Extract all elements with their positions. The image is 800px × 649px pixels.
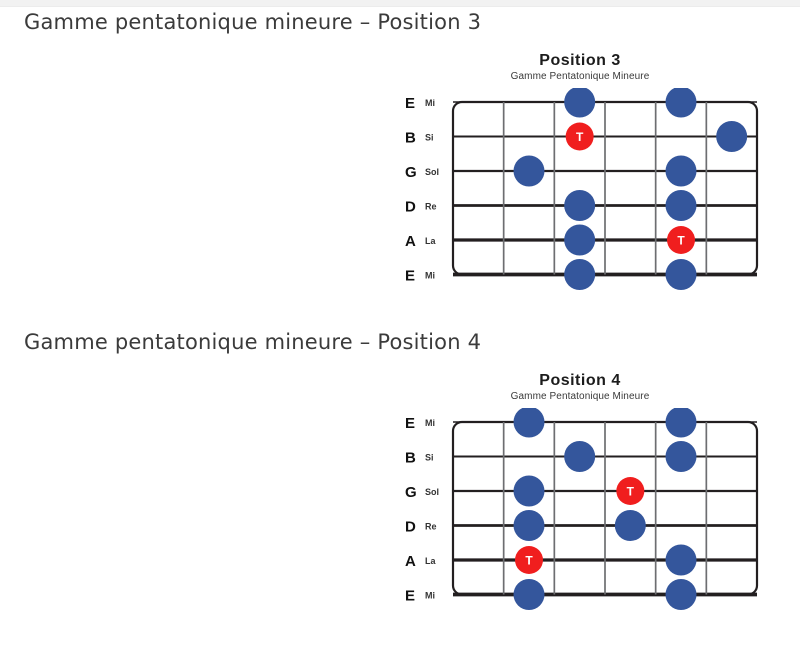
diagram-title-position-4: Position 4 bbox=[539, 372, 621, 389]
string-label-latin: A bbox=[405, 553, 416, 570]
scale-note-dot[interactable] bbox=[665, 259, 697, 290]
section-heading-position-4: Gamme pentatonique mineure – Position 4 bbox=[24, 330, 482, 354]
string-label-solfege: Si bbox=[425, 133, 434, 143]
scale-note-dot[interactable] bbox=[665, 408, 697, 438]
string-label-latin: G bbox=[405, 164, 417, 181]
string-label-solfege: Mi bbox=[425, 98, 435, 108]
scale-note-dot[interactable] bbox=[564, 259, 596, 290]
scale-note-dot[interactable] bbox=[513, 475, 545, 507]
tonic-note-label: T bbox=[677, 234, 685, 248]
scale-note-dot[interactable] bbox=[513, 579, 545, 610]
scale-note-dot[interactable] bbox=[665, 544, 697, 576]
scale-note-dot[interactable] bbox=[665, 579, 697, 610]
scale-note-dot[interactable] bbox=[665, 441, 697, 472]
scale-note-dot[interactable] bbox=[513, 155, 545, 187]
string-label-solfege: Mi bbox=[425, 418, 435, 428]
tonic-note-dot[interactable] bbox=[565, 122, 594, 151]
scale-note-dot[interactable] bbox=[716, 121, 748, 152]
note-dots-1: TT bbox=[513, 88, 748, 290]
scale-note-dot[interactable] bbox=[564, 88, 596, 118]
string-label-solfege: Sol bbox=[425, 167, 439, 177]
string-label-solfege: Re bbox=[425, 522, 437, 532]
scale-note-dot[interactable] bbox=[665, 155, 697, 187]
diagram-subtitle-position-3: Gamme Pentatonique Mineure bbox=[510, 71, 650, 82]
fret-lines-1 bbox=[502, 102, 708, 275]
string-label-latin: A bbox=[405, 233, 416, 250]
string-label-latin: G bbox=[405, 484, 417, 501]
string-label-latin: B bbox=[405, 130, 416, 147]
tonic-note-label: T bbox=[525, 554, 533, 568]
fret-lines-2 bbox=[502, 422, 708, 595]
scale-note-dot[interactable] bbox=[564, 190, 596, 221]
section-heading-position-3: Gamme pentatonique mineure – Position 3 bbox=[24, 10, 482, 34]
tonic-note-label: T bbox=[576, 130, 584, 144]
string-label-latin: D bbox=[405, 199, 416, 216]
string-label-solfege: La bbox=[425, 236, 436, 246]
scale-note-dot[interactable] bbox=[564, 441, 596, 472]
string-label-solfege: Mi bbox=[425, 271, 435, 281]
diagram-title-position-3: Position 3 bbox=[539, 52, 621, 69]
string-label-solfege: La bbox=[425, 556, 436, 566]
string-label-latin: E bbox=[405, 415, 415, 432]
string-label-solfege: Mi bbox=[425, 591, 435, 601]
scale-note-dot[interactable] bbox=[665, 88, 697, 118]
scale-note-dot[interactable] bbox=[513, 408, 545, 438]
scale-note-dot[interactable] bbox=[614, 510, 646, 541]
tonic-note-dot[interactable] bbox=[515, 546, 543, 574]
string-label-latin: E bbox=[405, 95, 415, 112]
string-label-latin: E bbox=[405, 588, 415, 605]
note-dots-2: TT bbox=[513, 408, 697, 610]
string-label-solfege: Si bbox=[425, 453, 434, 463]
string-label-solfege: Sol bbox=[425, 487, 439, 497]
tonic-note-dot[interactable] bbox=[667, 226, 695, 254]
diagram-subtitle-position-4: Gamme Pentatonique Mineure bbox=[510, 391, 650, 402]
string-label-latin: B bbox=[405, 450, 416, 467]
page-top-strip bbox=[0, 0, 800, 7]
tonic-note-dot[interactable] bbox=[616, 477, 645, 505]
string-label-latin: D bbox=[405, 519, 416, 536]
scale-note-dot[interactable] bbox=[513, 510, 545, 541]
string-label-latin: E bbox=[405, 268, 415, 285]
tonic-note-label: T bbox=[627, 485, 635, 499]
string-label-solfege: Re bbox=[425, 202, 437, 212]
scale-note-dot[interactable] bbox=[564, 224, 596, 256]
scale-note-dot[interactable] bbox=[665, 190, 697, 221]
